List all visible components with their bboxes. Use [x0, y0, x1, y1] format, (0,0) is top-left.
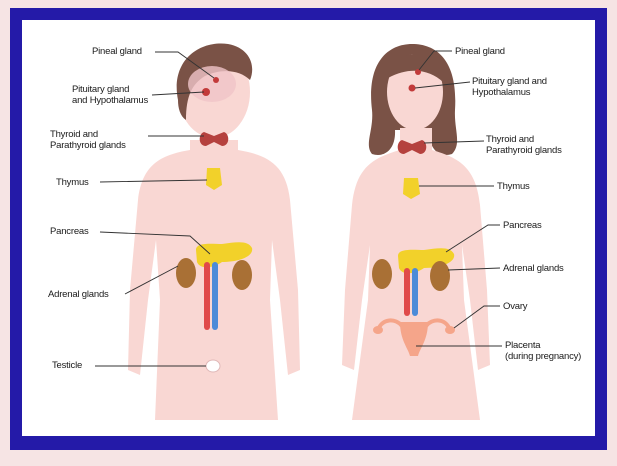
- label-female-pineal-gland: Pineal gland: [455, 46, 505, 57]
- male-artery: [204, 262, 210, 330]
- male-adrenal-right: [232, 260, 252, 290]
- label-text: Placenta: [505, 340, 581, 351]
- label-male-thyroid: Thyroid and Parathyroid glands: [50, 129, 126, 151]
- label-female-adrenal-glands: Adrenal glands: [503, 263, 564, 274]
- label-text: Thyroid and: [486, 134, 562, 145]
- male-brain: [188, 66, 236, 102]
- label-text: Hypothalamus: [472, 87, 547, 98]
- label-male-testicle: Testicle: [52, 360, 82, 371]
- female-artery: [404, 268, 410, 316]
- male-vein: [212, 262, 218, 330]
- label-female-placenta: Placenta (during pregnancy): [505, 340, 581, 362]
- label-text: and Hypothalamus: [72, 95, 148, 106]
- label-male-pancreas: Pancreas: [50, 226, 89, 237]
- label-text: Thymus: [56, 177, 89, 188]
- label-female-pituitary-gland: Pituitary gland and Hypothalamus: [472, 76, 547, 98]
- female-figure: [342, 44, 490, 420]
- label-text: Adrenal glands: [503, 263, 564, 274]
- label-male-pineal-gland: Pineal gland: [92, 46, 142, 57]
- label-female-ovary: Ovary: [503, 301, 527, 312]
- label-text: Thyroid and: [50, 129, 126, 140]
- female-ovary-left: [373, 326, 383, 334]
- male-testicle: [206, 360, 220, 372]
- label-male-pituitary-gland: Pituitary gland and Hypothalamus: [72, 84, 148, 106]
- label-female-pancreas: Pancreas: [503, 220, 542, 231]
- label-female-thyroid: Thyroid and Parathyroid glands: [486, 134, 562, 156]
- label-text: Pituitary gland and: [472, 76, 547, 87]
- female-pineal-gland: [415, 69, 421, 75]
- label-text: Pancreas: [503, 220, 542, 231]
- female-ovary-right: [445, 326, 455, 334]
- female-pituitary-gland: [409, 85, 416, 92]
- label-text: Pineal gland: [92, 46, 142, 57]
- label-text: Pancreas: [50, 226, 89, 237]
- male-figure: [128, 43, 300, 420]
- label-female-thymus: Thymus: [497, 181, 530, 192]
- label-male-thymus: Thymus: [56, 177, 89, 188]
- label-text: (during pregnancy): [505, 351, 581, 362]
- female-adrenal-left: [372, 259, 392, 289]
- label-text: Pineal gland: [455, 46, 505, 57]
- label-text: Adrenal glands: [48, 289, 109, 300]
- label-text: Testicle: [52, 360, 82, 371]
- label-text: Thymus: [497, 181, 530, 192]
- label-text: Ovary: [503, 301, 527, 312]
- female-vein: [412, 268, 418, 316]
- female-adrenal-right: [430, 261, 450, 291]
- label-male-adrenal-glands: Adrenal glands: [48, 289, 109, 300]
- male-adrenal-left: [176, 258, 196, 288]
- label-text: Pituitary gland: [72, 84, 148, 95]
- label-text: Parathyroid glands: [486, 145, 562, 156]
- label-text: Parathyroid glands: [50, 140, 126, 151]
